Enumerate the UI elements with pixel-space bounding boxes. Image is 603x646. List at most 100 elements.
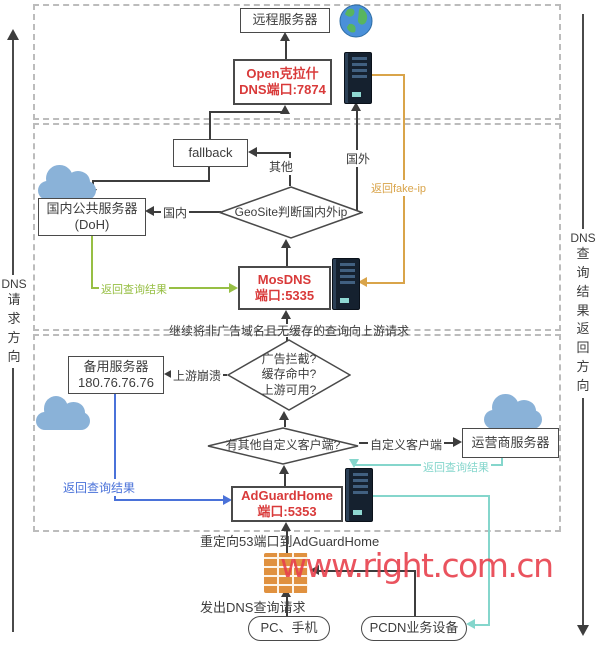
line-blue-v (114, 394, 116, 501)
line-adguard-to-client (284, 474, 286, 486)
mosdns-name: MosDNS (257, 271, 312, 287)
edge-label-fake-ip: 返回fake-ip (369, 180, 429, 196)
firewall-icon (264, 553, 308, 593)
line-teal-isp-v (501, 458, 503, 466)
adguard-port: 端口:5353 (257, 504, 317, 519)
dns-result-return-label: DNS 查询结果返回方向 (569, 229, 597, 398)
node-openclash: Open克拉什 DNS端口:7874 (233, 59, 332, 105)
line-fallback-to-doh-v1 (208, 167, 210, 182)
mosdns-port: 端口:5335 (254, 288, 315, 303)
edge-label-other: 其他 (267, 158, 296, 175)
section-adguardhome (33, 334, 561, 532)
arrow-up-icon (281, 522, 291, 531)
line-fallback-to-openclash-h (209, 111, 287, 113)
client-question-label: 有其他自定义客户端? (225, 438, 341, 453)
backup-name: 备用服务器 (83, 358, 149, 374)
line-teal-pcdn-h1 (372, 495, 490, 497)
guide-right-text: 查询结果返回方向 (576, 246, 590, 393)
section-mosdns (33, 123, 561, 331)
line-fallback-to-openclash-v (209, 111, 211, 139)
arrow-up-icon (279, 465, 289, 474)
line-fakeip-h2 (367, 282, 405, 284)
line-fallback-to-doh-h (92, 180, 210, 182)
arrow-left-icon (358, 277, 367, 287)
node-doh-server: 国内公共服务器 (DoH) (38, 198, 146, 236)
line-fakeip-v (403, 74, 405, 284)
arrow-down-icon (577, 625, 589, 636)
arrow-left-icon (310, 565, 319, 575)
arrow-down-icon (349, 459, 359, 468)
guide-right-prefix: DNS (570, 231, 596, 245)
decision-adblock-cache-upstream: 广告拦截? 缓存命中? 上游可用? (227, 339, 351, 411)
line-pcdn-up (414, 570, 416, 617)
isp-label: 运营商服务器 (471, 434, 550, 450)
edge-label-upstream-crash: 上游崩溃 (171, 367, 224, 384)
globe-icon (338, 3, 374, 44)
doh-name: 国内公共服务器 (46, 200, 138, 216)
line-openclash-to-remote (285, 41, 287, 61)
edge-label-foreign: 国外 (344, 150, 373, 167)
cloud-icon (484, 392, 542, 430)
arrow-left-icon (248, 147, 257, 157)
edge-label-redirect: 重定向53端口到AdGuardHome (200, 534, 380, 549)
arrow-left-icon (466, 619, 475, 629)
fallback-label: fallback (188, 144, 233, 160)
line-pcdn-to-firewall (319, 570, 416, 572)
doh-sub: (DoH) (74, 217, 110, 232)
adguard-name: AdGuardHome (241, 487, 333, 503)
line-blue-h (114, 499, 223, 501)
section-openclash (33, 4, 561, 120)
arrow-right-icon (453, 437, 462, 447)
guide-left-text: 请求方向 (7, 292, 21, 364)
check-line1: 广告拦截? (261, 351, 317, 366)
edge-label-upstream-note: 继续将非广告域名且无缓存的查询向上游请求 (168, 324, 409, 338)
node-remote-server: 远程服务器 (240, 8, 330, 33)
arrow-up-icon (280, 32, 290, 41)
node-mosdns: MosDNS 端口:5335 (238, 266, 331, 310)
line-client-to-check (284, 419, 286, 427)
line-note-to-mosdns (286, 319, 288, 324)
node-backup-server: 备用服务器 180.76.76.76 (68, 356, 164, 394)
arrow-left-icon (145, 206, 154, 216)
node-fallback: fallback (173, 139, 248, 167)
dns-request-direction-label: DNS 请求方向 (0, 275, 28, 369)
edge-label-teal-result: 返回查询结果 (421, 459, 491, 475)
edge-label-green-result: 返回查询结果 (99, 281, 169, 297)
decision-geosite: GeoSite判断国内外ip (219, 186, 363, 239)
line-teal-pcdn-h2 (475, 624, 490, 626)
line-green-v (91, 236, 93, 289)
arrow-up-icon (280, 105, 290, 114)
edge-label-custom-client: 自定义客户端 (368, 436, 445, 453)
remote-server-label: 远程服务器 (252, 12, 318, 28)
cloud-icon (38, 163, 96, 201)
openclash-name: Open克拉什 (246, 65, 319, 81)
backup-ip: 180.76.76.76 (78, 375, 154, 390)
check-line3: 上游可用? (261, 382, 317, 397)
cloud-icon (36, 395, 90, 431)
arrow-up-icon (281, 239, 291, 248)
arrow-up-icon (351, 102, 361, 111)
arrow-left-icon (164, 369, 173, 379)
guide-left-prefix: DNS (1, 277, 27, 291)
openclash-port: DNS端口:7874 (239, 82, 326, 97)
line-check-to-note (286, 337, 288, 342)
arrow-up-icon (7, 29, 19, 40)
arrow-right-icon (223, 495, 232, 505)
line-fakeip-h1 (370, 74, 405, 76)
node-adguardhome: AdGuardHome 端口:5353 (231, 486, 343, 522)
pcdn-label: PCDN业务设备 (369, 620, 459, 636)
node-pc-phone: PC、手机 (248, 616, 330, 641)
node-pcdn-device: PCDN业务设备 (361, 616, 467, 641)
arrow-up-icon (279, 411, 289, 420)
arrow-right-icon (229, 283, 238, 293)
geosite-label: GeoSite判断国内外ip (234, 204, 348, 219)
edge-label-domestic: 国内 (161, 204, 190, 221)
server-icon (345, 468, 373, 522)
edge-label-blue-result: 返回查询结果 (61, 479, 138, 496)
edge-label-send-query: 发出DNS查询请求 (200, 600, 306, 615)
server-icon (332, 258, 360, 310)
watermark: www.right.com.cn (280, 546, 554, 585)
check-line2: 缓存命中? (261, 367, 317, 382)
arrow-up-icon (281, 310, 291, 319)
